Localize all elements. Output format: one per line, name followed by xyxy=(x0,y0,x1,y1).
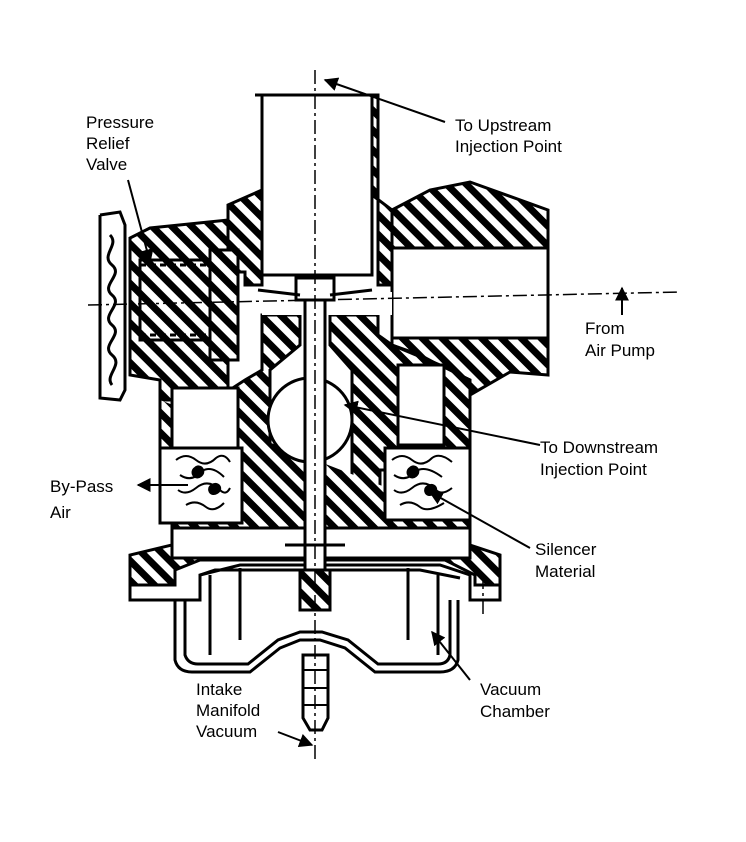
label-bypass-1: By-Pass xyxy=(50,477,113,496)
labels: Pressure Relief Valve To Upstream Inject… xyxy=(50,113,658,741)
label-silencer-2: Material xyxy=(535,562,595,581)
silencer-material-right xyxy=(391,454,453,511)
arrow-pressure-relief-icon xyxy=(127,179,154,264)
label-intake-3: Vacuum xyxy=(196,722,257,741)
label-pressure-relief-3: Valve xyxy=(86,155,127,174)
label-intake-1: Intake xyxy=(196,680,242,699)
label-downstream-2: Injection Point xyxy=(540,460,647,479)
arrow-to-downstream-icon xyxy=(343,400,541,446)
arrow-vacuum-chamber-icon xyxy=(431,630,471,681)
label-upstream-1: To Upstream xyxy=(455,116,551,135)
arrow-silencer-icon xyxy=(428,491,531,549)
label-air-pump-1: From xyxy=(585,319,625,338)
label-bypass-2: Air xyxy=(50,503,71,522)
label-silencer-1: Silencer xyxy=(535,540,597,559)
label-pressure-relief-1: Pressure xyxy=(86,113,154,132)
label-intake-2: Manifold xyxy=(196,701,260,720)
label-upstream-2: Injection Point xyxy=(455,137,562,156)
label-pressure-relief-2: Relief xyxy=(86,134,130,153)
arrow-to-upstream-icon xyxy=(323,77,446,123)
vacuum-nipple xyxy=(301,653,330,732)
label-vacuum-chamber-1: Vacuum xyxy=(480,680,541,699)
center-lines xyxy=(87,70,681,760)
label-downstream-1: To Downstream xyxy=(540,438,658,457)
silencer-material-left xyxy=(175,454,231,511)
arrow-intake-vacuum-icon xyxy=(277,731,314,748)
label-vacuum-chamber-2: Chamber xyxy=(480,702,550,721)
label-air-pump-2: Air Pump xyxy=(585,341,655,360)
pressure-relief-valve xyxy=(98,210,240,402)
leader-lines xyxy=(127,77,629,748)
